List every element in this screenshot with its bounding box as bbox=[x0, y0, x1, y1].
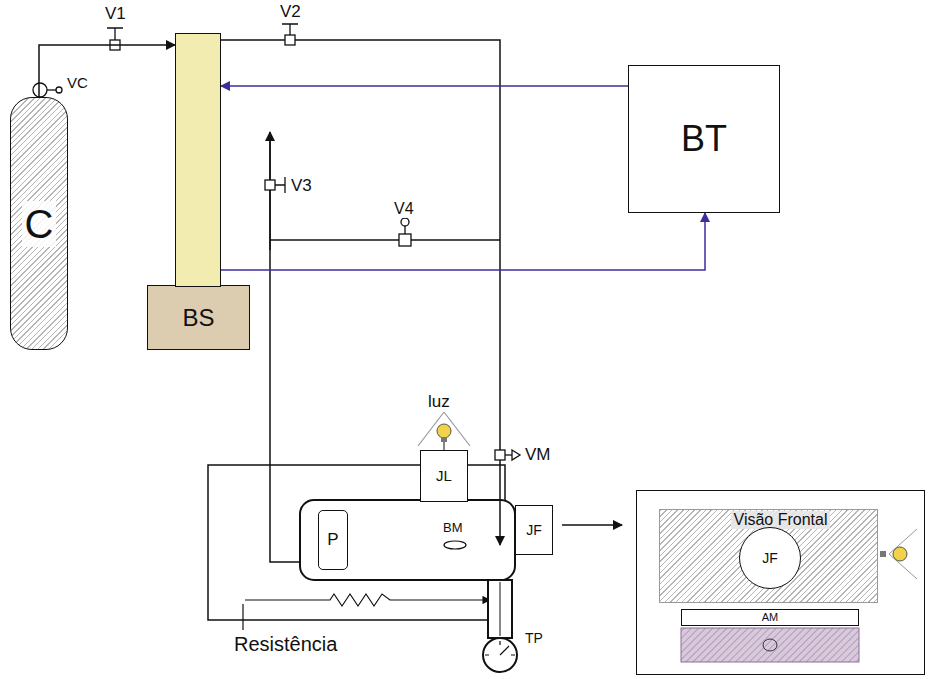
lamp bbox=[418, 412, 470, 450]
node-text: P bbox=[324, 530, 341, 550]
pipe-connector bbox=[39, 45, 175, 97]
valve-label: V1 bbox=[104, 4, 127, 24]
valve-label: V4 bbox=[393, 200, 415, 218]
part-label: TP bbox=[524, 630, 544, 646]
part-label: BM bbox=[442, 520, 464, 535]
valve-label: VM bbox=[524, 445, 552, 465]
bath-box: BS bbox=[147, 285, 250, 350]
resistor-symbol bbox=[243, 594, 490, 630]
node-text: BT bbox=[678, 118, 730, 159]
node-text: AM bbox=[759, 611, 782, 624]
stirrer-box: AM bbox=[681, 609, 859, 626]
view-arrow bbox=[562, 524, 622, 526]
gas-pipe bbox=[220, 40, 500, 545]
node-text: JF bbox=[759, 550, 781, 566]
bypass-pipe bbox=[270, 239, 500, 241]
gauge-stem bbox=[488, 580, 512, 638]
valve-vc bbox=[33, 83, 62, 97]
front-window-circle: JF bbox=[739, 527, 801, 589]
side-window: JL bbox=[420, 450, 468, 502]
valve-v3 bbox=[265, 177, 285, 193]
valve-label: V3 bbox=[290, 176, 313, 196]
node-text: JL bbox=[433, 467, 455, 484]
piston: P bbox=[318, 510, 348, 570]
node-text: BS bbox=[179, 304, 217, 332]
chamber bbox=[300, 500, 515, 580]
valve-v2 bbox=[282, 24, 298, 45]
front-window: JF bbox=[515, 505, 553, 555]
part-label: luz bbox=[427, 392, 451, 412]
gas-inlet bbox=[499, 500, 501, 545]
stir-bar bbox=[444, 541, 466, 549]
thermostatic-bath: BT bbox=[628, 65, 780, 213]
gas-cylinder: C bbox=[10, 97, 68, 350]
vent-pipe bbox=[270, 140, 316, 562]
pipe-connector bbox=[221, 213, 705, 270]
valve-label: VC bbox=[66, 74, 89, 91]
front-view-panel: Visão FrontalJF AM bbox=[636, 490, 925, 675]
node-text: Visão Frontal bbox=[731, 511, 831, 529]
gauge-face bbox=[485, 641, 515, 655]
vent-arrow bbox=[269, 132, 271, 250]
node-text: JF bbox=[523, 522, 545, 538]
gauge-stem-bore bbox=[500, 582, 501, 636]
node-text: C bbox=[22, 201, 57, 247]
valve-vm bbox=[495, 450, 520, 460]
front-lamp bbox=[880, 529, 917, 579]
pressure-gauge bbox=[483, 638, 517, 672]
valve-label: V2 bbox=[279, 2, 302, 22]
pipe-connector bbox=[221, 85, 628, 87]
stirrer-knob bbox=[763, 639, 777, 651]
bath-column bbox=[175, 33, 221, 287]
resistor-label: Resistência bbox=[233, 633, 338, 656]
stirrer-base bbox=[681, 628, 859, 662]
valve-v1 bbox=[107, 28, 123, 50]
valve-v4 bbox=[399, 218, 411, 246]
